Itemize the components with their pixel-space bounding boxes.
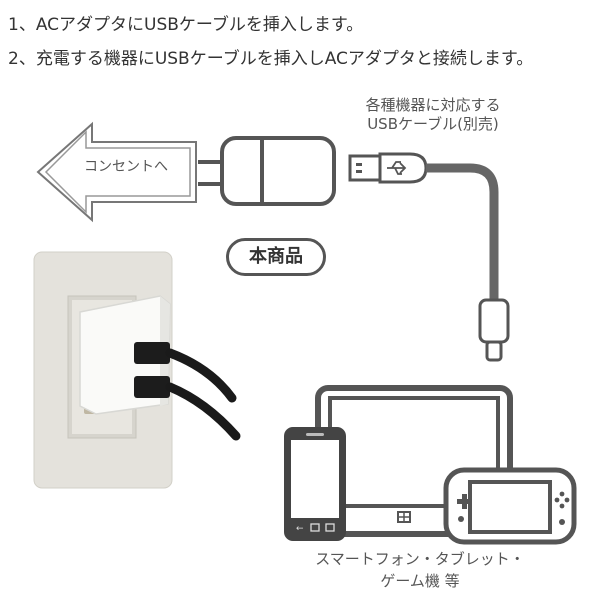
- outlet-arrow-icon: [36, 121, 197, 223]
- step-1-instruction: 1、ACアダプタにUSBケーブルを挿入します。: [8, 15, 364, 35]
- smartphone-icon: ←: [284, 427, 346, 541]
- usb-cable-label-line1: 各種機器に対応する: [365, 96, 501, 114]
- usb-cable: [426, 163, 499, 300]
- ac-adapter-icon: [198, 136, 336, 206]
- devices-label-line1: スマートフォン・タブレット・: [315, 550, 525, 568]
- wall-outlet-photo: [33, 251, 241, 489]
- devices-label: スマートフォン・タブレット・ ゲーム機 等: [270, 548, 570, 592]
- devices-label-line2: ゲーム機 等: [380, 572, 460, 590]
- usb-cable-label: 各種機器に対応する USBケーブル(別売): [328, 96, 538, 134]
- usb-plug-icon: [348, 152, 428, 184]
- usb-c-plug-icon: [478, 298, 510, 362]
- outlet-arrow-label: コンセントへ: [84, 159, 168, 175]
- svg-text:←: ←: [296, 524, 304, 534]
- product-badge: 本商品: [226, 238, 326, 276]
- game-console-icon: [443, 467, 577, 545]
- step-2-instruction: 2、充電する機器にUSBケーブルを挿入しACアダプタと接続します。: [8, 49, 534, 69]
- usb-cable-label-line2: USBケーブル(別売): [367, 115, 499, 133]
